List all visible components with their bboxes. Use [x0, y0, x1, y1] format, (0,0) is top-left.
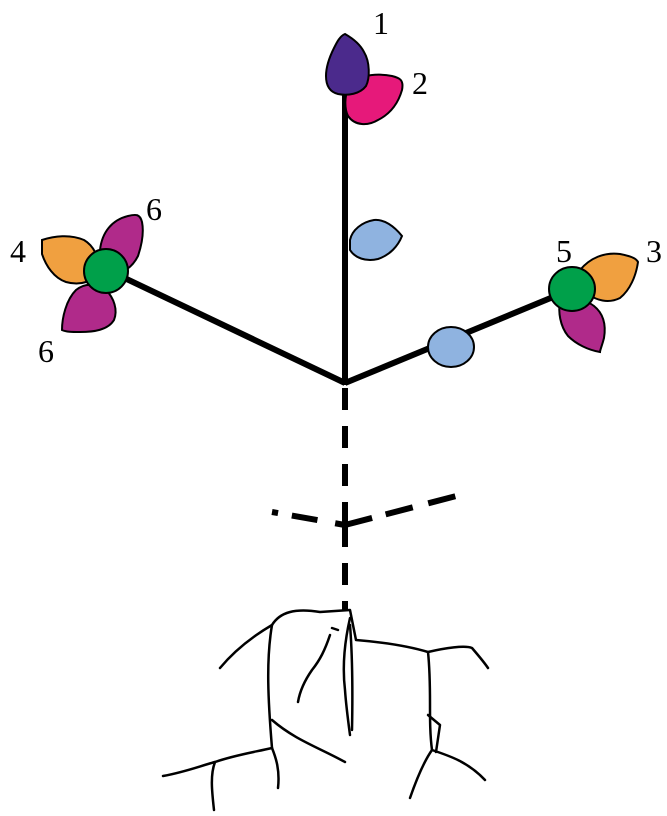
left-green-node	[83, 248, 129, 294]
root-lower-left-branch	[270, 746, 280, 790]
root-lower-left	[161, 746, 274, 778]
root-left-arm	[218, 623, 274, 670]
label-4: 4	[10, 233, 26, 269]
root-inner-center	[342, 616, 352, 737]
top-purple-bud	[324, 32, 370, 96]
label-1: 1	[373, 5, 389, 41]
root-inner-side	[330, 626, 340, 632]
label-3: 3	[646, 233, 662, 269]
root-right-arm	[426, 645, 490, 670]
right-green-node	[548, 266, 596, 312]
right-magenta-leaf	[558, 298, 606, 354]
root-inner-splinter	[348, 623, 354, 732]
label-6-lower: 6	[38, 333, 54, 369]
root-lower-right	[408, 748, 434, 800]
root-lower-right-step	[426, 713, 442, 754]
root-lower-right-branch	[430, 748, 487, 782]
label-6-upper: 6	[146, 191, 162, 227]
root-inner-left	[296, 633, 332, 704]
left-branch	[110, 269, 347, 386]
root-outline	[266, 608, 434, 752]
stem-blue-leaf	[349, 218, 404, 261]
root-lower-left-drop	[210, 760, 217, 812]
root-lower-center	[270, 718, 347, 764]
dashed-right-branch	[344, 492, 461, 528]
root-system	[161, 608, 490, 812]
dashed-left-branch	[271, 509, 346, 528]
label-5: 5	[556, 233, 572, 269]
right-branch-blue-bud	[427, 326, 475, 368]
left-magenta-leaf-lower	[60, 283, 117, 334]
label-2: 2	[412, 65, 428, 101]
